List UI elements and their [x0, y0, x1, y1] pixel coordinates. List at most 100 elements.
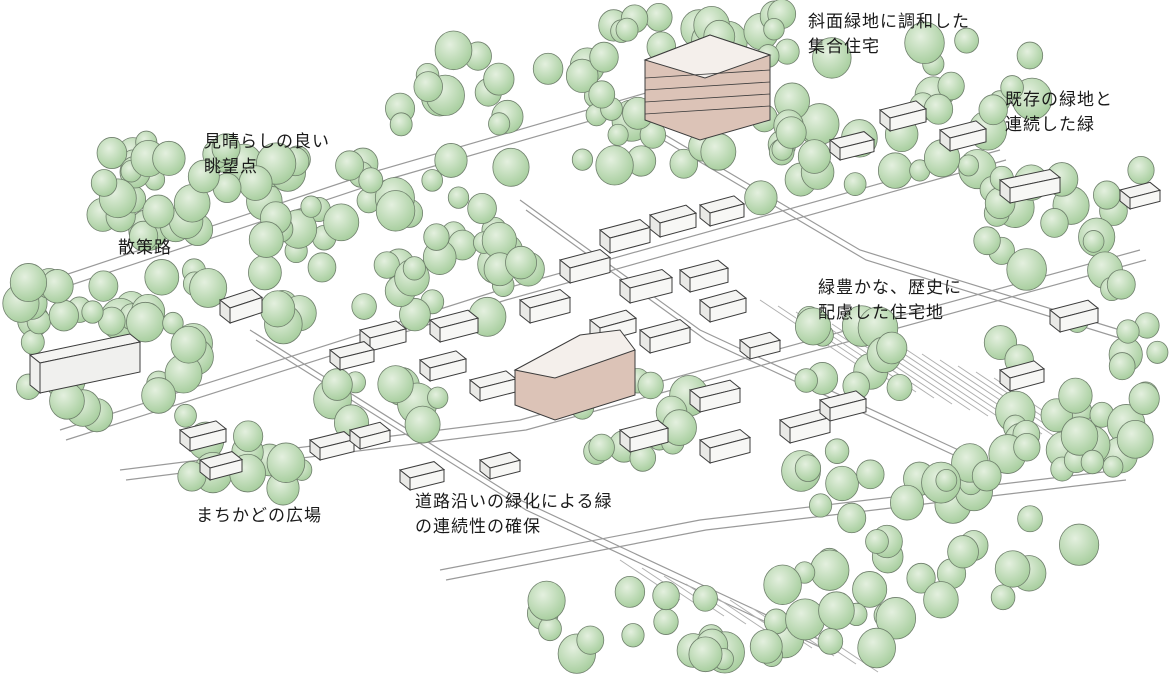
tree-icon: [818, 591, 855, 630]
house-icon: [998, 168, 1062, 205]
tree-icon: [1146, 340, 1169, 364]
tree-icon: [527, 580, 566, 621]
tree-icon: [427, 386, 449, 409]
tree-icon: [595, 145, 634, 186]
tree-icon: [843, 172, 867, 196]
tree-icon: [189, 268, 228, 308]
tree-icon: [266, 442, 306, 483]
tree-icon: [588, 80, 616, 109]
tree-icon: [876, 331, 908, 365]
tree-icon: [467, 192, 497, 224]
tree-icon: [141, 377, 176, 414]
house-icon: [678, 259, 730, 294]
road-edge-6: [645, 129, 1127, 341]
tree-icon: [1102, 455, 1124, 478]
tree-icon: [413, 71, 443, 103]
townhouse-building-icon: [513, 329, 636, 421]
house-icon: [618, 419, 670, 454]
tree-icon: [377, 365, 414, 404]
label-corner-plaza: まちかどの広場: [196, 506, 322, 526]
tree-icon: [248, 221, 284, 258]
tree-icon: [889, 484, 924, 521]
tree-icon: [1040, 208, 1069, 238]
tree-icon: [358, 167, 384, 194]
tree-icon: [211, 133, 241, 164]
tree-icon: [96, 137, 128, 170]
house-icon: [1118, 181, 1162, 211]
house-icon: [198, 451, 244, 482]
tree-icon: [233, 420, 264, 453]
tree-icon: [488, 112, 511, 136]
tree-icon: [307, 252, 337, 283]
tree-icon: [483, 62, 515, 96]
tree-icon: [990, 584, 1016, 611]
tree-icon: [505, 245, 537, 280]
tree-icon: [174, 403, 197, 428]
tree-icon: [434, 30, 473, 71]
tree-icon: [886, 373, 913, 401]
tree-icon: [589, 41, 619, 73]
house-icon: [178, 420, 228, 453]
label-promenade: 散策路: [118, 238, 172, 258]
tree-icon: [971, 460, 1002, 492]
label-viewpoint: 見晴らしの良い 眺望点: [204, 132, 330, 177]
label-green-residential: 緑豊かな、歴史に 配慮した住宅地: [818, 278, 962, 323]
tree-icon: [763, 564, 802, 605]
label-existing-green: 既存の緑地と 連続した緑: [1005, 90, 1113, 135]
house-icon: [358, 320, 408, 353]
house-icon: [818, 390, 868, 423]
tree-icon: [958, 154, 979, 177]
house-icon: [518, 288, 572, 325]
tree-icon: [947, 535, 979, 569]
tree-icon: [1116, 319, 1140, 344]
tree-icon: [402, 256, 426, 281]
field-row: [707, 591, 769, 633]
house-icon: [828, 131, 876, 162]
tree-icon: [937, 71, 965, 101]
label-roadside-green: 道路沿いの緑化による緑 の連続性の確保: [415, 492, 613, 537]
tree-icon: [923, 581, 959, 619]
field-row: [885, 341, 1007, 423]
tree-icon: [669, 148, 699, 179]
tree-icon: [88, 270, 119, 302]
tree-icon: [1000, 75, 1024, 100]
tree-icon: [817, 628, 844, 655]
house-icon: [1048, 299, 1100, 334]
tree-icon: [809, 493, 833, 518]
tree-icon: [1080, 449, 1105, 475]
tree-icon: [904, 21, 945, 65]
tree-icon: [399, 298, 431, 332]
tree-icon: [434, 143, 468, 178]
house-icon: [28, 333, 142, 395]
tree-icon: [321, 368, 353, 401]
house-icon: [698, 289, 748, 324]
tree-icon: [532, 52, 564, 85]
tree-icon: [588, 433, 615, 462]
house-icon: [648, 204, 698, 239]
house-icon: [558, 248, 612, 285]
tree-icon: [700, 133, 737, 171]
tree-icon: [1058, 377, 1093, 414]
house-icon: [618, 268, 674, 305]
tree-icon: [571, 148, 594, 171]
tree-icon: [824, 438, 850, 464]
tree-icon: [973, 226, 1001, 256]
tree-icon: [323, 203, 360, 242]
tree-icon: [404, 405, 441, 444]
tree-icon: [607, 123, 629, 146]
tree-icon: [763, 17, 785, 41]
tree-icon: [300, 195, 322, 218]
tree-icon: [389, 112, 413, 137]
tree-icon: [935, 468, 958, 492]
tree-icon: [1128, 382, 1160, 415]
tree-icon: [856, 459, 885, 490]
tree-icon: [614, 576, 646, 608]
tree-icon: [653, 608, 679, 635]
tree-icon: [1060, 416, 1099, 456]
tree-icon: [923, 93, 954, 125]
tree-icon: [797, 139, 831, 174]
tree-icon: [954, 27, 979, 54]
tree-icon: [785, 598, 826, 641]
tree-icon: [187, 159, 220, 194]
